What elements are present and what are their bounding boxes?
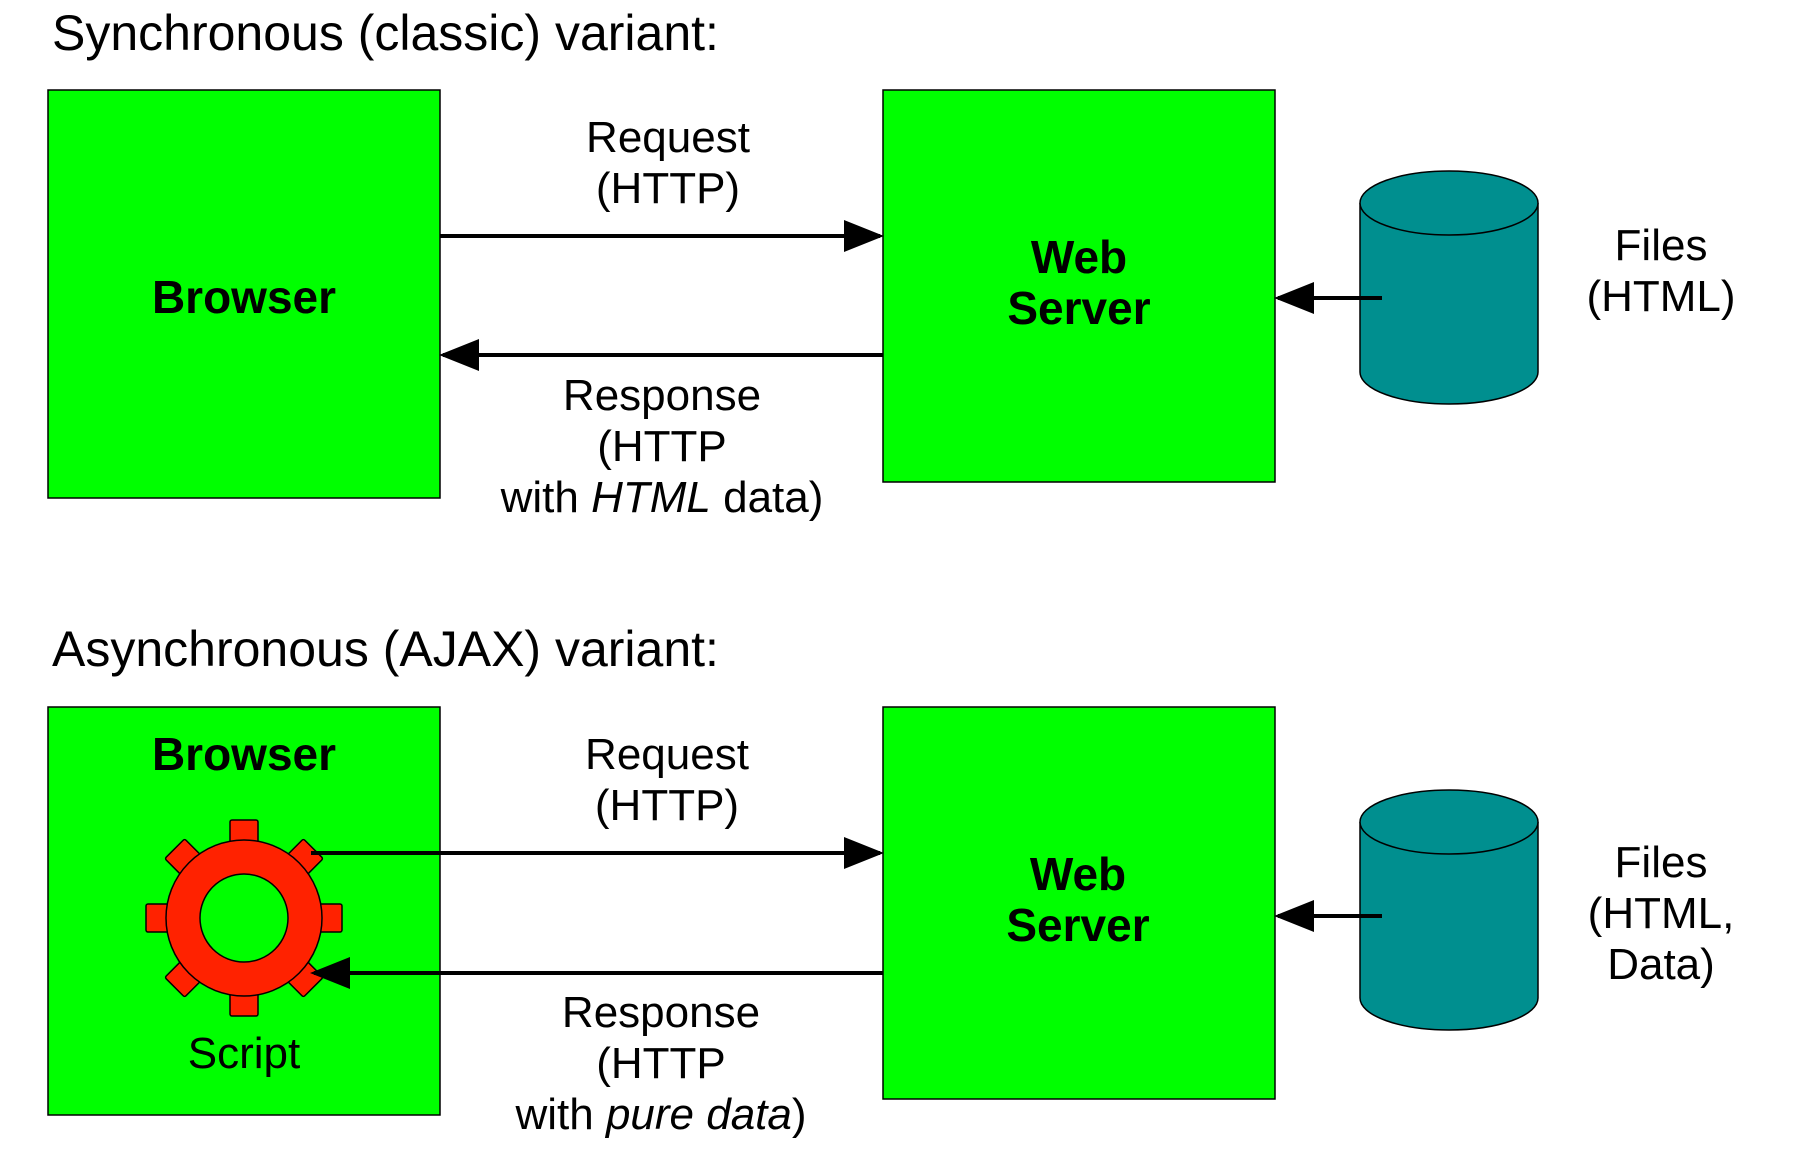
- async-response-label-line3: with pure data): [514, 1090, 806, 1139]
- async-heading: Asynchronous (AJAX) variant:: [52, 621, 719, 677]
- async-files-label-line3: Data): [1607, 940, 1715, 989]
- async-response-line3-italic: pure data: [604, 1090, 792, 1139]
- sync-files-label-line2: (HTML): [1586, 272, 1735, 321]
- sync-request-edge: Request (HTTP): [440, 113, 884, 252]
- sync-server-title-line2: Server: [1007, 282, 1150, 334]
- sync-section: Synchronous (classic) variant: Browser W…: [47, 5, 1736, 522]
- sync-response-label-line2: (HTTP: [597, 422, 727, 471]
- gear-icon: [145, 819, 343, 1017]
- async-database-icon: [1359, 789, 1539, 1031]
- async-response-line3-suffix: ): [792, 1090, 807, 1139]
- sync-database-icon: [1359, 170, 1539, 405]
- sync-browser-title: Browser: [152, 271, 336, 323]
- async-server-title-line1: Web: [1030, 848, 1126, 900]
- sync-request-label-line1: Request: [586, 113, 750, 162]
- async-server-node: Web Server: [882, 706, 1276, 1100]
- async-files-label-line1: Files: [1615, 838, 1708, 887]
- sync-response-line3-prefix: with: [500, 473, 591, 522]
- sync-heading: Synchronous (classic) variant:: [52, 5, 719, 61]
- async-request-label-line2: (HTTP): [595, 781, 739, 830]
- async-script-label: Script: [188, 1029, 300, 1078]
- async-files-label-line2: (HTML,: [1588, 889, 1735, 938]
- async-request-edge: Request (HTTP): [311, 730, 884, 869]
- async-section: Asynchronous (AJAX) variant: Browser: [47, 621, 1735, 1139]
- async-browser-title: Browser: [152, 728, 336, 780]
- sync-server-node: Web Server: [882, 89, 1276, 483]
- sync-server-box: [882, 89, 1276, 483]
- sync-response-label-line1: Response: [563, 371, 761, 420]
- sync-response-label-line3: with HTML data): [500, 473, 824, 522]
- async-response-label-line1: Response: [562, 988, 760, 1037]
- async-files-database: Files (HTML, Data): [1274, 789, 1735, 1031]
- async-browser-node: Browser Script: [47, 706, 441, 1116]
- async-request-label-line1: Request: [585, 730, 749, 779]
- async-response-label-line2: (HTTP: [596, 1039, 726, 1088]
- sync-response-line3-suffix: data): [711, 473, 824, 522]
- async-server-title-line2: Server: [1006, 899, 1149, 951]
- sync-files-database: Files (HTML): [1274, 170, 1736, 405]
- async-response-line3-prefix: with: [514, 1090, 605, 1139]
- async-response-edge: Response (HTTP with pure data): [310, 957, 883, 1139]
- sync-response-edge: Response (HTTP with HTML data): [439, 339, 883, 522]
- sync-browser-node: Browser: [47, 89, 441, 499]
- sync-server-title-line1: Web: [1031, 231, 1127, 283]
- async-server-box: [882, 706, 1276, 1100]
- sync-response-line3-italic: HTML: [591, 473, 711, 522]
- sync-files-label-line1: Files: [1615, 221, 1708, 270]
- sync-browser-box: [47, 89, 441, 499]
- sync-request-label-line2: (HTTP): [596, 164, 740, 213]
